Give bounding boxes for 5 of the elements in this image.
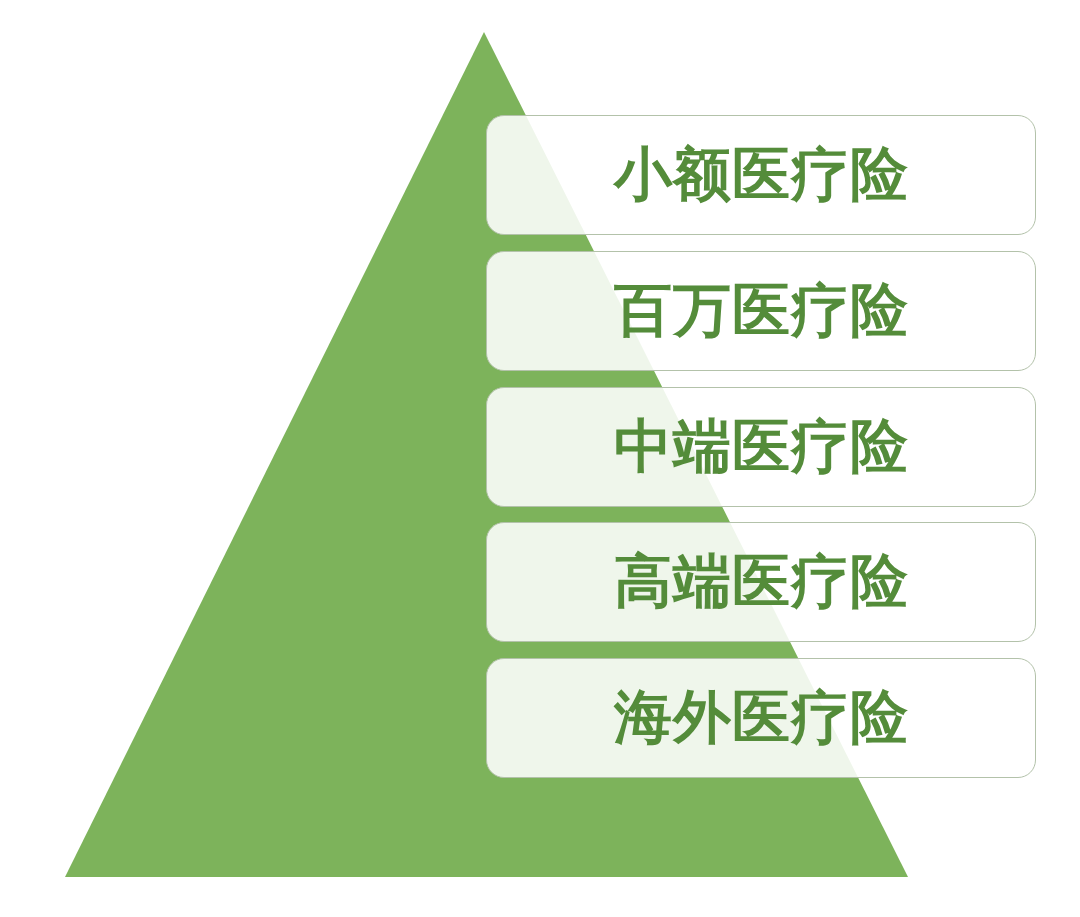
level-box: 高端医疗险 [486, 522, 1036, 642]
level-box: 百万医疗险 [486, 251, 1036, 371]
level-box: 中端医疗险 [486, 387, 1036, 507]
level-box: 海外医疗险 [486, 658, 1036, 778]
level-box: 小额医疗险 [486, 115, 1036, 235]
